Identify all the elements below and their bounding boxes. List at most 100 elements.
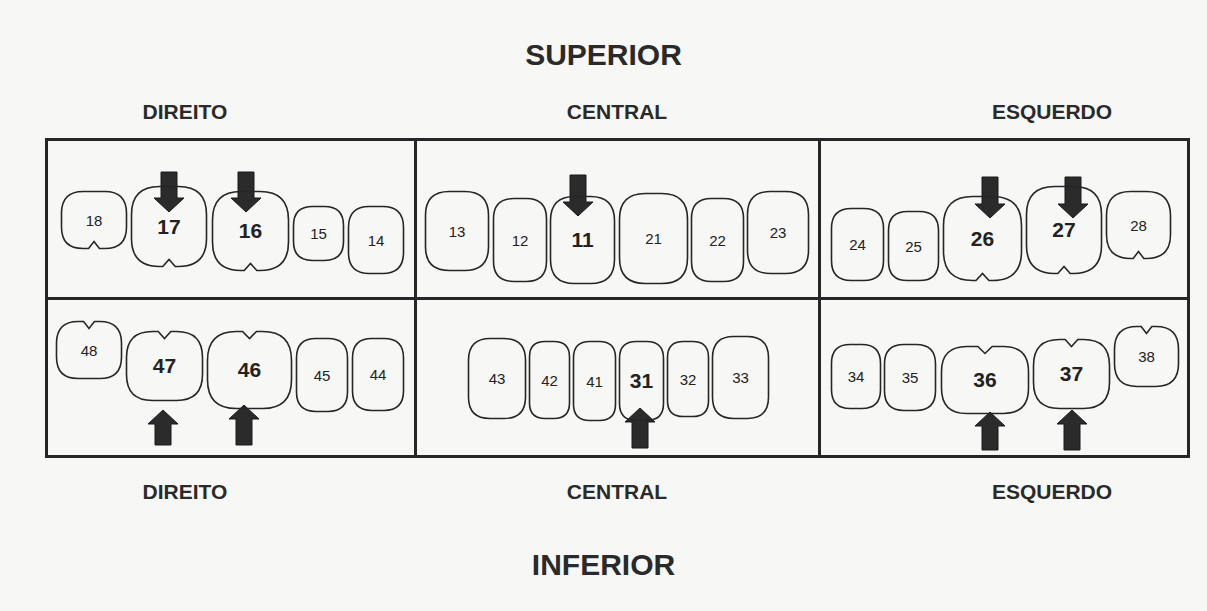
quadrant-panel: CENTRAL131211212223	[414, 138, 821, 300]
quadrant-panel: DIREITO4847464544	[45, 297, 417, 458]
tooth: 42	[528, 340, 571, 420]
tooth: 36	[940, 345, 1030, 415]
tooth-number: 44	[370, 366, 387, 383]
tooth-number: 47	[153, 354, 176, 378]
tooth-shape	[494, 199, 547, 282]
tooth-shape	[574, 342, 616, 421]
down-arrow	[563, 175, 593, 216]
tooth-shape	[889, 212, 939, 281]
tooth-number: 18	[86, 212, 103, 229]
tooth: 43	[467, 337, 527, 420]
up-arrow	[148, 410, 178, 445]
tooth: 13	[424, 190, 490, 272]
tooth-number: 13	[449, 223, 466, 240]
tooth-shape	[832, 209, 884, 281]
quadrant-panel: DIREITO1817161514	[45, 138, 417, 300]
chart-title: SUPERIOR	[0, 38, 1207, 72]
quadrant-heading: CENTRAL	[567, 100, 667, 124]
tooth-shape	[349, 207, 404, 274]
tooth-shape	[297, 339, 348, 412]
tooth-number: 48	[81, 342, 98, 359]
tooth-number: 23	[770, 224, 787, 241]
tooth-number: 14	[368, 232, 385, 249]
tooth-number: 31	[630, 369, 653, 393]
tooth-shape	[1115, 327, 1179, 387]
tooth-shape	[620, 194, 688, 284]
down-arrow	[1058, 177, 1088, 218]
tooth: 16	[211, 190, 290, 272]
tooth-number: 45	[314, 367, 331, 384]
tooth: 38	[1113, 325, 1180, 388]
tooth-number: 41	[586, 373, 603, 390]
tooth-shape	[62, 192, 127, 249]
tooth-shape	[944, 197, 1022, 281]
tooth-number: 35	[902, 369, 919, 386]
up-arrow	[229, 405, 259, 445]
tooth: 11	[549, 195, 616, 285]
tooth-shape	[208, 332, 292, 409]
tooth-shape	[530, 342, 570, 419]
tooth-number: 46	[238, 358, 261, 382]
tooth: 21	[618, 192, 689, 285]
tooth-number: 26	[971, 227, 994, 251]
tooth: 33	[711, 335, 770, 420]
chart-caption: INFERIOR	[0, 548, 1207, 582]
tooth-shape	[885, 345, 936, 411]
tooth-number: 25	[905, 238, 922, 255]
quadrant-heading: CENTRAL	[567, 480, 667, 504]
tooth: 47	[125, 330, 204, 402]
tooth-shape	[426, 192, 489, 271]
tooth-shape	[469, 339, 526, 419]
quadrant-panel: CENTRAL434241313233	[414, 297, 821, 458]
tooth-shape	[213, 192, 289, 271]
tooth-number: 24	[849, 236, 866, 253]
tooth: 34	[830, 343, 882, 410]
tooth-number: 42	[541, 372, 558, 389]
tooth-number: 22	[709, 232, 726, 249]
tooth-shape	[713, 337, 769, 419]
quadrant-heading: ESQUERDO	[992, 100, 1112, 124]
tooth-shape	[294, 207, 344, 261]
tooth-number: 37	[1060, 362, 1083, 386]
tooth-shape	[1107, 192, 1171, 259]
tooth: 41	[572, 340, 617, 422]
tooth: 37	[1032, 338, 1111, 410]
tooth: 27	[1025, 185, 1103, 275]
quadrant-heading: DIREITO	[143, 480, 228, 504]
tooth-number: 32	[680, 371, 697, 388]
tooth-shape	[57, 322, 122, 379]
tooth-number: 12	[512, 232, 529, 249]
tooth: 25	[887, 210, 940, 282]
tooth: 31	[618, 340, 665, 422]
tooth: 44	[351, 337, 405, 412]
tooth: 48	[55, 320, 123, 380]
tooth-number: 28	[1130, 217, 1147, 234]
tooth-shape	[942, 347, 1029, 414]
tooth-number: 16	[239, 219, 262, 243]
quadrant-heading: DIREITO	[143, 100, 228, 124]
tooth-number: 27	[1052, 218, 1075, 242]
tooth-number: 17	[157, 215, 180, 239]
tooth-number: 33	[732, 369, 749, 386]
tooth-number: 11	[571, 228, 593, 252]
up-arrow	[1057, 410, 1087, 450]
tooth-shape	[127, 332, 203, 401]
tooth-number: 15	[310, 225, 327, 242]
tooth: 32	[666, 340, 710, 418]
tooth: 45	[295, 337, 349, 413]
up-arrow	[975, 412, 1005, 450]
tooth: 15	[292, 205, 345, 262]
quadrant-panel: ESQUERDO3435363738	[818, 297, 1190, 458]
tooth-number: 36	[973, 368, 996, 392]
tooth: 22	[690, 197, 745, 283]
tooth-shape	[748, 192, 809, 274]
tooth-number: 38	[1138, 348, 1155, 365]
tooth-shape	[551, 197, 615, 284]
tooth: 26	[942, 195, 1023, 282]
down-arrow	[154, 172, 184, 212]
tooth: 46	[206, 330, 293, 410]
tooth: 17	[130, 185, 208, 268]
tooth-shape	[353, 339, 404, 411]
quadrant-heading: ESQUERDO	[992, 480, 1112, 504]
